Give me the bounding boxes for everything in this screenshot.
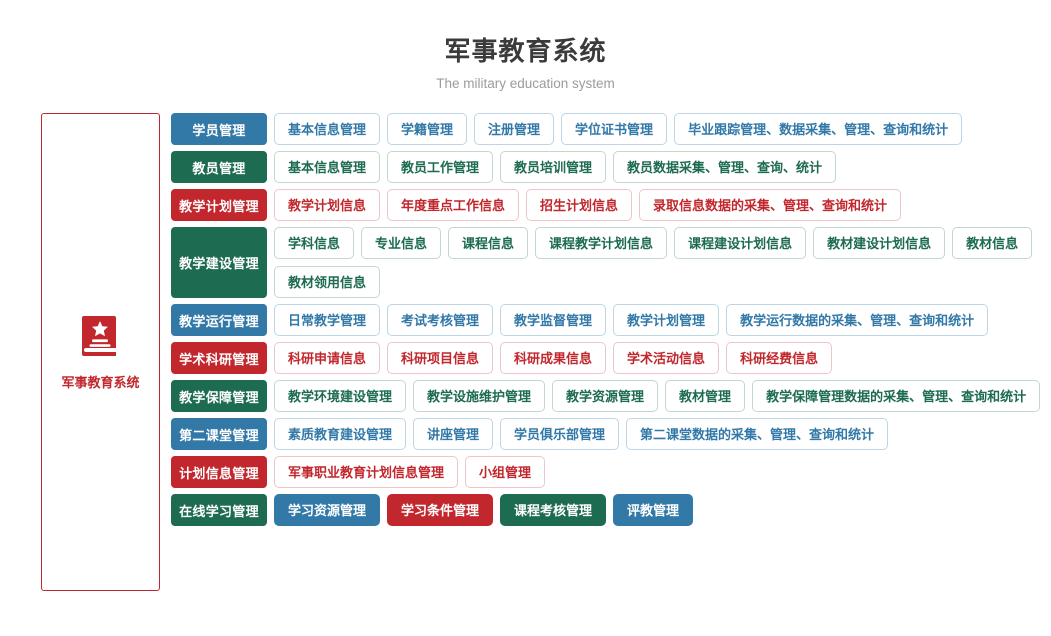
module-item-button[interactable]: 教学资源管理 [552,380,659,413]
diagram-body: 军事教育系统 学员管理基本信息管理学籍管理注册管理学位证书管理毕业跟踪管理、数据… [0,91,1051,592]
module-item-button[interactable]: 学习资源管理 [274,494,381,527]
module-item-button[interactable]: 考试考核管理 [387,304,494,337]
module-item-group: 基本信息管理学籍管理注册管理学位证书管理毕业跟踪管理、数据采集、管理、查询和统计 [274,113,963,146]
module-category-button[interactable]: 教学运行管理 [171,304,267,337]
module-item-button[interactable]: 日常教学管理 [274,304,381,337]
module-category-button[interactable]: 教学计划管理 [171,189,267,222]
module-item-button[interactable]: 学籍管理 [387,113,468,146]
module-category-button[interactable]: 第二课堂管理 [171,418,267,451]
module-item-button[interactable]: 毕业跟踪管理、数据采集、管理、查询和统计 [674,113,963,146]
module-item-button[interactable]: 学习条件管理 [387,494,494,527]
module-item-button[interactable]: 教材信息 [952,227,1033,260]
module-item-button[interactable]: 教材领用信息 [274,266,381,299]
module-category-button[interactable]: 教学建设管理 [171,227,267,299]
module-item-group: 素质教育建设管理讲座管理学员俱乐部管理第二课堂数据的采集、管理、查询和统计 [274,418,889,451]
module-item-button[interactable]: 学科信息 [274,227,355,260]
module-row: 教学运行管理日常教学管理考试考核管理教学监督管理教学计划管理教学运行数据的采集、… [171,304,1051,337]
module-row: 在线学习管理学习资源管理学习条件管理课程考核管理评教管理 [171,494,1051,527]
module-row: 教学建设管理学科信息专业信息课程信息课程教学计划信息课程建设计划信息教材建设计划… [171,227,1051,299]
module-item-group: 日常教学管理考试考核管理教学监督管理教学计划管理教学运行数据的采集、管理、查询和… [274,304,989,337]
module-item-button[interactable]: 教学计划信息 [274,189,381,222]
module-item-group: 学习资源管理学习条件管理课程考核管理评教管理 [274,494,694,527]
module-item-button[interactable]: 教学保障管理数据的采集、管理、查询和统计 [752,380,1041,413]
module-item-button[interactable]: 课程信息 [448,227,529,260]
module-item-button[interactable]: 课程建设计划信息 [674,227,807,260]
module-item-button[interactable]: 科研项目信息 [387,342,494,375]
module-category-button[interactable]: 学术科研管理 [171,342,267,375]
module-item-button[interactable]: 素质教育建设管理 [274,418,407,451]
module-row: 学术科研管理科研申请信息科研项目信息科研成果信息学术活动信息科研经费信息 [171,342,1051,375]
module-row: 学员管理基本信息管理学籍管理注册管理学位证书管理毕业跟踪管理、数据采集、管理、查… [171,113,1051,146]
module-item-button[interactable]: 教员培训管理 [500,151,607,184]
module-item-button[interactable]: 招生计划信息 [526,189,633,222]
module-row: 教学保障管理教学环境建设管理教学设施维护管理教学资源管理教材管理教学保障管理数据… [171,380,1051,413]
module-item-button[interactable]: 科研经费信息 [726,342,833,375]
module-item-button[interactable]: 科研申请信息 [274,342,381,375]
module-item-button[interactable]: 第二课堂数据的采集、管理、查询和统计 [626,418,889,451]
module-rows: 学员管理基本信息管理学籍管理注册管理学位证书管理毕业跟踪管理、数据采集、管理、查… [171,113,1051,591]
module-item-group: 学科信息专业信息课程信息课程教学计划信息课程建设计划信息教材建设计划信息教材信息… [274,227,1051,299]
module-item-button[interactable]: 学位证书管理 [561,113,668,146]
module-row: 教员管理基本信息管理教员工作管理教员培训管理教员数据采集、管理、查询、统计 [171,151,1051,184]
module-item-group: 科研申请信息科研项目信息科研成果信息学术活动信息科研经费信息 [274,342,833,375]
module-item-button[interactable]: 学术活动信息 [613,342,720,375]
module-item-button[interactable]: 教学设施维护管理 [413,380,546,413]
module-item-group: 基本信息管理教员工作管理教员培训管理教员数据采集、管理、查询、统计 [274,151,837,184]
module-item-button[interactable]: 教员工作管理 [387,151,494,184]
module-item-button[interactable]: 军事职业教育计划信息管理 [274,456,459,489]
module-item-button[interactable]: 教材建设计划信息 [813,227,946,260]
module-item-button[interactable]: 教学运行数据的采集、管理、查询和统计 [726,304,989,337]
module-item-button[interactable]: 讲座管理 [413,418,494,451]
module-item-group: 教学环境建设管理教学设施维护管理教学资源管理教材管理教学保障管理数据的采集、管理… [274,380,1041,413]
page-header: 军事教育系统 The military education system [0,0,1051,91]
sidebar-system-card[interactable]: 军事教育系统 [41,113,160,592]
module-category-button[interactable]: 教员管理 [171,151,267,184]
module-item-button[interactable]: 课程教学计划信息 [535,227,668,260]
module-item-button[interactable]: 教学计划管理 [613,304,720,337]
module-row: 教学计划管理教学计划信息年度重点工作信息招生计划信息录取信息数据的采集、管理、查… [171,189,1051,222]
module-item-group: 军事职业教育计划信息管理小组管理 [274,456,546,489]
module-item-button[interactable]: 评教管理 [613,494,694,527]
module-category-button[interactable]: 在线学习管理 [171,494,267,527]
module-item-button[interactable]: 教学环境建设管理 [274,380,407,413]
module-item-button[interactable]: 录取信息数据的采集、管理、查询和统计 [639,189,902,222]
module-category-button[interactable]: 教学保障管理 [171,380,267,413]
module-category-button[interactable]: 计划信息管理 [171,456,267,489]
module-item-button[interactable]: 小组管理 [465,456,546,489]
module-item-button[interactable]: 年度重点工作信息 [387,189,520,222]
module-item-button[interactable]: 基本信息管理 [274,113,381,146]
module-category-button[interactable]: 学员管理 [171,113,267,146]
module-item-group: 教学计划信息年度重点工作信息招生计划信息录取信息数据的采集、管理、查询和统计 [274,189,902,222]
module-item-button[interactable]: 基本信息管理 [274,151,381,184]
module-item-button[interactable]: 注册管理 [474,113,555,146]
book-star-icon [80,314,122,365]
page-title: 军事教育系统 [444,36,607,66]
module-item-button[interactable]: 专业信息 [361,227,442,260]
module-item-button[interactable]: 教材管理 [665,380,746,413]
module-item-button[interactable]: 教学监督管理 [500,304,607,337]
module-row: 计划信息管理军事职业教育计划信息管理小组管理 [171,456,1051,489]
module-item-button[interactable]: 学员俱乐部管理 [500,418,620,451]
module-row: 第二课堂管理素质教育建设管理讲座管理学员俱乐部管理第二课堂数据的采集、管理、查询… [171,418,1051,451]
module-item-button[interactable]: 教员数据采集、管理、查询、统计 [613,151,837,184]
page-subtitle: The military education system [436,76,615,92]
module-item-button[interactable]: 科研成果信息 [500,342,607,375]
module-item-button[interactable]: 课程考核管理 [500,494,607,527]
sidebar-label: 军事教育系统 [61,374,140,390]
